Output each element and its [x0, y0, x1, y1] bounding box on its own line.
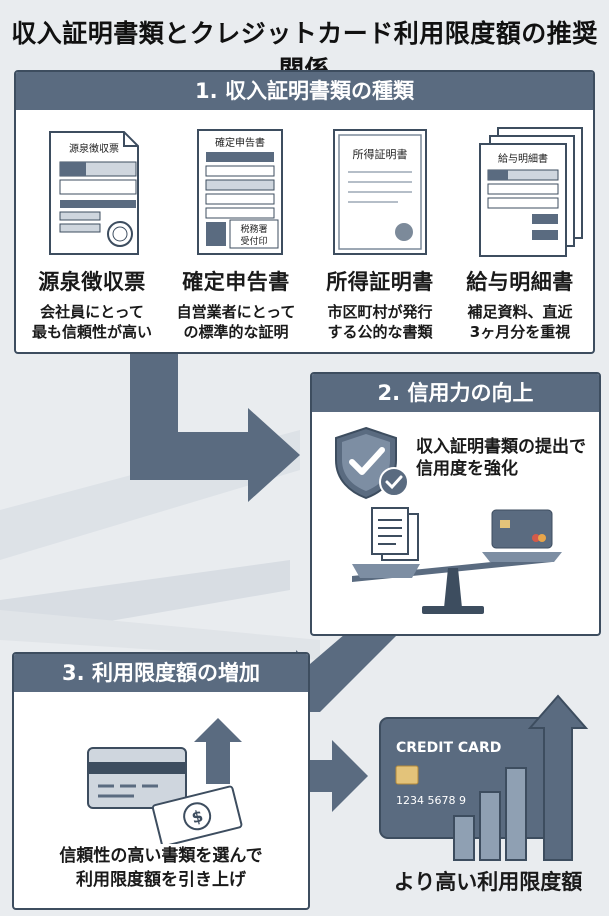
arrow-to-limit-section — [296, 634, 398, 712]
income-certificate-desc-1: 市区町村が発行 — [327, 303, 433, 321]
doc-payslip: 給与明細書 給与明細書 補足資料、直近 3ヶ月分を重視 — [448, 122, 592, 342]
limit-text-line1: 信頼性の高い書類を選んで — [59, 846, 263, 866]
document-types-panel: 1. 収入証明書類の種類 源泉徴収票 源泉徴収票 会社員にとって 最も信頼性が高… — [14, 70, 595, 354]
withholding-slip-name: 源泉徴収票 — [38, 270, 146, 294]
payslip-name: 給与明細書 — [466, 270, 574, 294]
payslip-desc-2: 3ヶ月分を重視 — [469, 323, 571, 341]
higher-limit-label: より高い利用限度額 — [393, 870, 583, 894]
arrow-to-result — [308, 740, 368, 812]
credit-text-line1: 収入証明書類の提出で — [416, 437, 586, 457]
payslip-desc-1: 補足資料、直近 — [467, 303, 573, 321]
limit-increase-panel: 3. 利用限度額の増加 $ 信頼性の高い書類を選んで 利用限度額を引き上げ — [12, 652, 310, 910]
tax-office-stamp-line2: 受付印 — [240, 235, 267, 247]
payslip-stack-icon: 給与明細書 — [479, 127, 583, 257]
balance-scale-icon — [352, 507, 562, 614]
growth-bar-1 — [453, 815, 475, 861]
result-credit-card-chart: CREDIT CARD 1234 5678 9 — [379, 694, 589, 861]
withholding-slip-desc-2: 最も信頼性が高い — [31, 323, 152, 341]
svg-text:$: $ — [190, 806, 205, 827]
main-title: 収入証明書類とクレジットカード利用限度額の推奨関係 — [11, 19, 598, 84]
tax-return-desc-1: 自営業者にとって — [176, 303, 296, 321]
credit-improvement-panel: 2. 信用力の向上 収入証明書類の提出で 信用度を強化 — [310, 372, 601, 636]
growth-bar-3 — [505, 767, 527, 861]
section1-header: 1. 収入証明書類の種類 — [16, 72, 593, 110]
tax-return-icon: 確定申告書 税務署 受付印 — [197, 129, 283, 255]
income-certificate-icon: 所得証明書 — [333, 129, 427, 255]
tax-return-desc-2: の標準的な証明 — [183, 323, 289, 341]
limit-text-line2: 利用限度額を引き上げ — [76, 870, 246, 890]
income-cert-doc-label: 所得証明書 — [353, 147, 408, 161]
payslip-doc-label: 給与明細書 — [498, 152, 548, 165]
doc-income-certificate: 所得証明書 所得証明書 市区町村が発行 する公的な書類 — [308, 122, 452, 342]
arrow-to-credit-section — [130, 352, 300, 502]
withholding-slip-icon: 源泉徴収票 — [49, 131, 139, 255]
income-certificate-name: 所得証明書 — [326, 270, 434, 294]
income-certificate-desc-2: する公的な書類 — [327, 323, 433, 341]
tax-office-stamp-line1: 税務署 — [240, 223, 267, 235]
section3-header: 3. 利用限度額の増加 — [14, 654, 308, 692]
doc-withholding-slip: 源泉徴収票 源泉徴収票 会社員にとって 最も信頼性が高い — [20, 122, 164, 342]
credit-card-label: CREDIT CARD — [396, 740, 501, 756]
up-arrow-icon — [194, 718, 242, 784]
growth-bar-2 — [479, 791, 501, 861]
growth-arrow-icon — [527, 694, 589, 861]
credit-card-number: 1234 5678 9 — [396, 794, 466, 807]
tax-return-doc-label: 確定申告書 — [215, 136, 265, 149]
section2-header: 2. 信用力の向上 — [312, 374, 599, 412]
card-money-up-icon: $ — [87, 718, 243, 844]
withholding-slip-doc-label: 源泉徴収票 — [69, 142, 119, 155]
tax-return-name: 確定申告書 — [182, 270, 290, 294]
shield-check-icon — [335, 426, 409, 500]
withholding-slip-desc-1: 会社員にとって — [40, 303, 144, 321]
doc-tax-return: 確定申告書 税務署 受付印 確定申告書 自営業者にとって の標準的な証明 — [164, 122, 308, 342]
credit-text-line2: 信用度を強化 — [416, 459, 518, 479]
